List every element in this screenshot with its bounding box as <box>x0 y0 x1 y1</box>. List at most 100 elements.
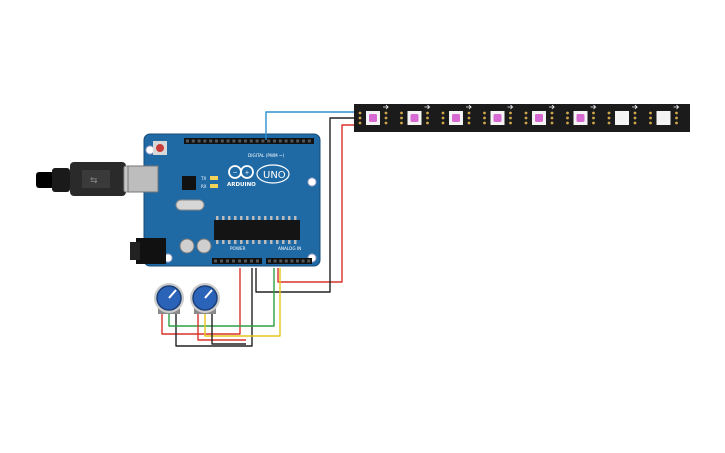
header-pin[interactable] <box>268 259 271 263</box>
analog-label: ANALOG IN <box>278 246 301 251</box>
header-pin[interactable] <box>232 139 236 143</box>
header-pin[interactable] <box>244 139 247 143</box>
solder-pad <box>467 116 471 120</box>
header-pin[interactable] <box>278 139 282 143</box>
header-pin[interactable] <box>284 139 288 143</box>
model-label: UNO <box>263 170 286 181</box>
header-pin[interactable] <box>273 259 277 263</box>
power-label: POWER <box>230 246 246 251</box>
header-pin[interactable] <box>284 259 288 263</box>
wire-pot2-signal[interactable] <box>204 268 281 337</box>
header-pin[interactable] <box>220 139 224 143</box>
solder-pad <box>358 111 362 115</box>
header-pin[interactable] <box>249 139 253 143</box>
chip-pin <box>264 240 267 244</box>
strip-led[interactable] <box>441 104 472 125</box>
header-pin[interactable] <box>296 259 299 263</box>
header-pin[interactable] <box>203 139 207 143</box>
mounting-hole <box>307 177 317 187</box>
chip-pin <box>258 216 261 220</box>
solder-pad <box>509 121 512 125</box>
header-pin[interactable] <box>244 259 247 263</box>
header-pin[interactable] <box>290 139 294 143</box>
reset-button-cap[interactable] <box>156 144 164 152</box>
chip-pin <box>288 240 291 244</box>
header-pin[interactable] <box>250 259 253 263</box>
wire-pot1-signal[interactable] <box>168 268 275 327</box>
chip-pin <box>216 216 219 220</box>
header-pin[interactable] <box>220 259 223 263</box>
solder-pad <box>550 111 554 115</box>
model-badge <box>256 164 290 184</box>
direction-arrow-icon <box>549 104 555 110</box>
header-pin[interactable] <box>261 139 265 143</box>
strip-leds <box>358 104 680 125</box>
svg-text:⇆: ⇆ <box>90 176 98 186</box>
solder-pad <box>426 116 429 120</box>
potentiometer-1[interactable] <box>154 283 184 314</box>
knob-indicator <box>168 289 177 299</box>
strip-led[interactable] <box>400 104 431 125</box>
header-pin[interactable] <box>238 139 242 143</box>
header-pin[interactable] <box>273 139 276 143</box>
strip-led[interactable] <box>649 104 680 125</box>
wire-pot1-power[interactable] <box>161 268 241 335</box>
header-pin[interactable] <box>301 259 305 263</box>
solder-pad <box>483 121 486 125</box>
solder-pad <box>509 116 512 120</box>
header-pin[interactable] <box>296 139 300 143</box>
header-pin[interactable] <box>267 139 271 143</box>
header-pin[interactable] <box>226 259 229 263</box>
chip-pin <box>270 240 273 244</box>
header-pin[interactable] <box>307 139 311 143</box>
solder-pad <box>633 111 637 115</box>
solder-pad <box>633 116 637 120</box>
wire-pot2-ground[interactable] <box>211 312 246 345</box>
wire-pot2-power[interactable] <box>197 312 246 341</box>
chip-pin <box>276 240 279 244</box>
header-pin[interactable] <box>307 259 311 263</box>
header-pin[interactable] <box>197 139 201 143</box>
svg-text:−: − <box>233 170 238 177</box>
wires[interactable] <box>161 111 356 347</box>
solder-pad <box>509 111 512 115</box>
header-pin[interactable] <box>191 139 195 143</box>
digital-header[interactable] <box>184 138 314 144</box>
header-pin[interactable] <box>214 259 217 263</box>
power-header[interactable] <box>212 258 262 264</box>
arduino-uno-board[interactable]: TX RX − + ARDUINO UNO DIGITAL (PWM ~) PO… <box>127 133 321 267</box>
header-pin[interactable] <box>290 259 294 263</box>
neopixel-strip[interactable] <box>354 104 690 132</box>
wire-data[interactable] <box>265 111 356 140</box>
wire-pot1-ground[interactable] <box>175 268 253 347</box>
strip-led[interactable] <box>358 104 389 125</box>
strip-led[interactable] <box>607 104 638 125</box>
strip-led[interactable] <box>524 104 555 125</box>
header-pin[interactable] <box>238 259 241 263</box>
potentiometer-2[interactable] <box>190 283 220 314</box>
wire-strip-ground[interactable] <box>255 117 356 293</box>
header-pin[interactable] <box>215 139 218 143</box>
chip-pin <box>294 240 297 244</box>
wire-strip-power[interactable] <box>277 124 356 283</box>
atmega-chip <box>214 220 300 240</box>
header-pin[interactable] <box>226 139 230 143</box>
header-pin[interactable] <box>302 139 305 143</box>
solder-pad <box>358 121 362 125</box>
header-pin[interactable] <box>209 139 213 143</box>
strip-led[interactable] <box>483 104 514 125</box>
brand-label: ARDUINO <box>227 182 256 188</box>
knob-indicator <box>204 289 213 299</box>
led-lit <box>410 114 419 122</box>
direction-arrow-icon <box>466 104 472 110</box>
header-pin[interactable] <box>232 259 235 263</box>
header-pin[interactable] <box>186 139 189 143</box>
solder-pad <box>426 111 429 115</box>
header-pin[interactable] <box>255 139 259 143</box>
strip-led[interactable] <box>566 104 597 125</box>
analog-header[interactable] <box>266 258 312 264</box>
led-lit <box>493 114 502 122</box>
header-pin[interactable] <box>256 259 259 263</box>
header-pin[interactable] <box>279 259 283 263</box>
